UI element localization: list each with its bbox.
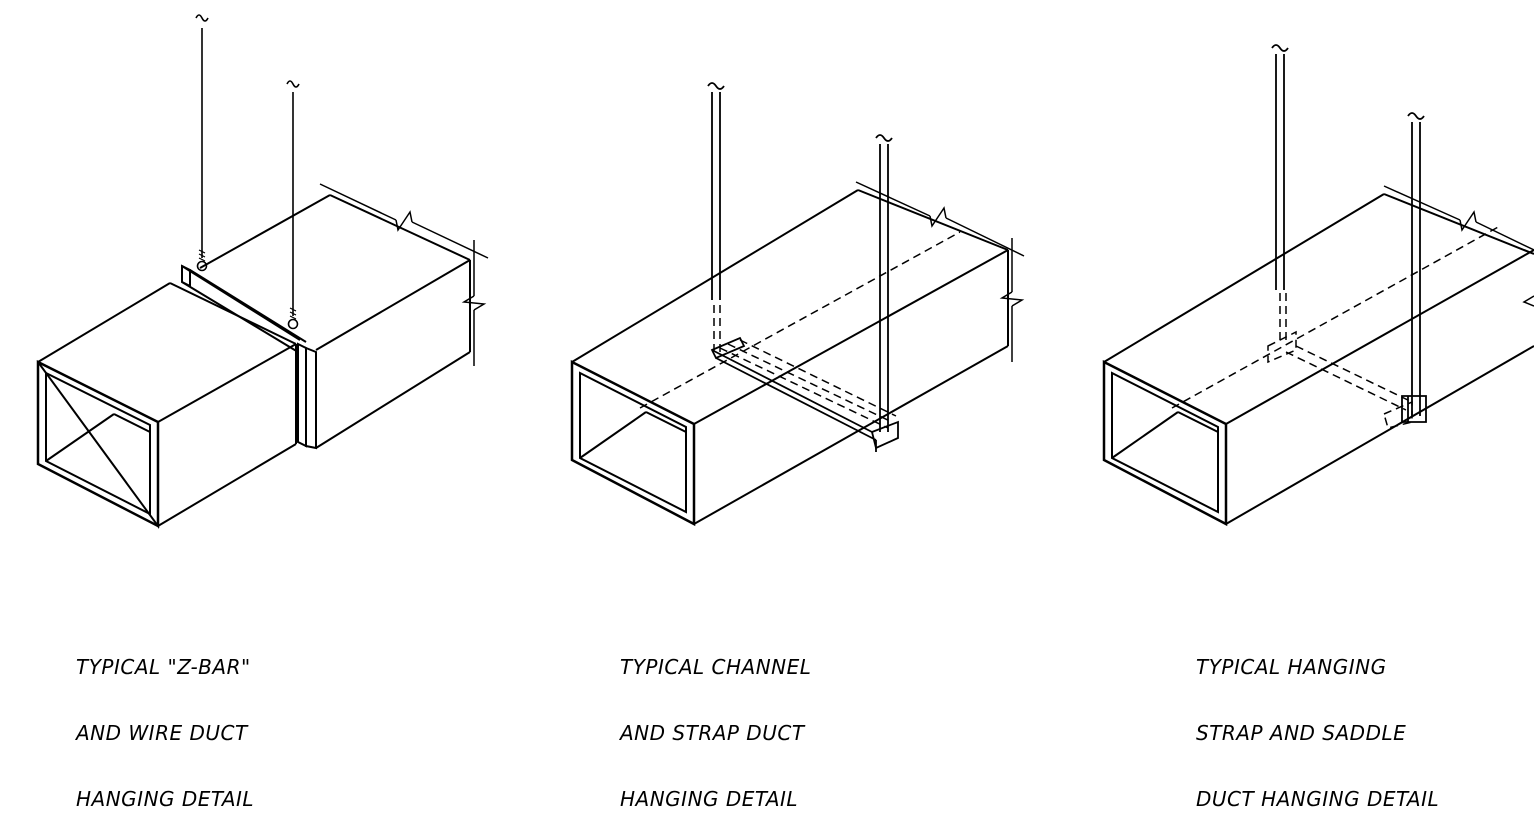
caption-line: TYPICAL HANGING: [1196, 655, 1387, 679]
zbar-duct-body: [38, 195, 470, 526]
zbar-hanger-wires: [196, 15, 299, 330]
zbar-joint: [182, 266, 316, 448]
caption-line: DUCT HANGING DETAIL: [1196, 787, 1440, 811]
caption-line: TYPICAL "Z-BAR": [76, 655, 251, 679]
zbar-duct-detail: [38, 15, 488, 526]
caption-zbar-detail: TYPICAL "Z-BAR" AND WIRE DUCT HANGING DE…: [76, 612, 254, 832]
caption-line: TYPICAL CHANNEL: [620, 655, 812, 679]
channel-duct-detail: [572, 83, 1024, 524]
saddle-duct-body: [1104, 194, 1534, 524]
channel-hanger-straps: [708, 83, 892, 432]
channel-break-lines: [856, 182, 1024, 362]
caption-line: HANGING DETAIL: [76, 787, 255, 811]
channel-duct-body: [572, 190, 1008, 524]
channel-hidden-lines: [640, 232, 960, 428]
saddle-duct-detail: [1104, 45, 1534, 524]
channel-bar: [712, 338, 898, 452]
caption-line: AND WIRE DUCT: [76, 721, 248, 745]
caption-line: HANGING DETAIL: [620, 787, 799, 811]
caption-channel-detail: TYPICAL CHANNEL AND STRAP DUCT HANGING D…: [620, 612, 811, 832]
caption-line: AND STRAP DUCT: [620, 721, 805, 745]
zbar-break-lines: [320, 184, 488, 366]
caption-saddle-detail: TYPICAL HANGING STRAP AND SADDLE DUCT HA…: [1196, 612, 1439, 832]
saddle-break-lines: [1384, 186, 1534, 306]
saddle-hidden-lines: [1172, 226, 1500, 428]
caption-line: STRAP AND SADDLE: [1196, 721, 1407, 745]
duct-hanging-details-drawing: [0, 0, 1534, 681]
saddle-hanger-straps: [1272, 45, 1426, 422]
